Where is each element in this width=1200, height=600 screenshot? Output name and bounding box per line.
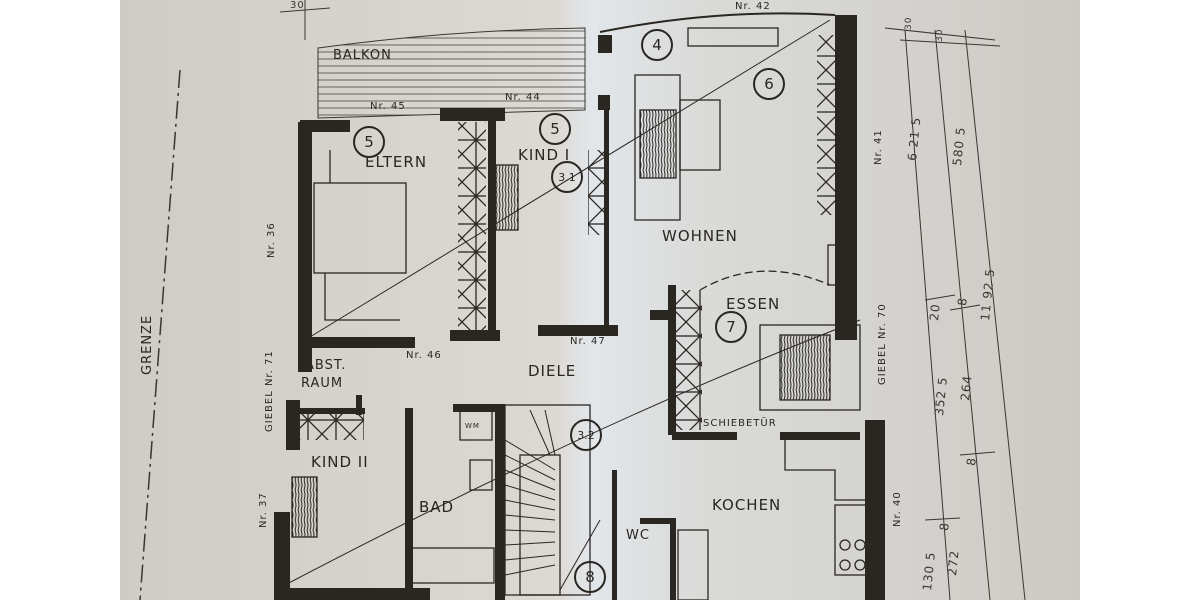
room-label-wc: WC — [626, 528, 650, 543]
chimney-column — [817, 35, 845, 215]
window-nr-47: Nr. 47 — [570, 336, 606, 347]
room-label-balkon: BALKON — [333, 48, 392, 63]
label-washing-machine: WM — [465, 422, 480, 430]
dimension-272: 272 — [945, 549, 962, 577]
marker-circle: 7 — [715, 311, 747, 343]
marker-circle: 6 — [753, 68, 785, 100]
boundary-line — [139, 69, 181, 600]
room-label-abst-2: RAUM — [301, 376, 344, 391]
room-label-kind-2: KIND II — [311, 453, 369, 471]
window-nr-46: Nr. 46 — [406, 350, 442, 361]
room-label-bad: BAD — [419, 498, 455, 516]
balcony-area — [317, 27, 586, 119]
chimney-column — [588, 150, 608, 235]
dimension-264: 264 — [958, 374, 975, 402]
dimension-top-30: 30 — [290, 0, 305, 11]
window-giebel-70: GIEBEL Nr. 70 — [877, 303, 888, 385]
dimension-30: 30 — [904, 16, 914, 30]
room-label-kind-1: KIND I — [518, 146, 571, 164]
marker-circle: 5 — [539, 113, 571, 145]
dimension-20: 20 — [927, 302, 943, 322]
label-sliding-door: SCHIEBETÜR — [703, 418, 777, 429]
label-boundary: GRENZE — [140, 314, 155, 375]
window-nr-41: Nr. 41 — [873, 129, 884, 165]
window-nr-44: Nr. 44 — [505, 92, 541, 103]
marker-circle: 5 — [353, 126, 385, 158]
dimension-lines — [279, 0, 1026, 600]
marker-circle: 4 — [641, 29, 673, 61]
dimension-8: 8 — [964, 456, 979, 467]
room-label-abst-1: ABST. — [305, 358, 347, 373]
dimension-8: 8 — [937, 521, 952, 532]
window-nr-45: Nr. 45 — [370, 101, 406, 112]
chimney-column — [298, 414, 364, 440]
dimension-8: 8 — [955, 296, 970, 307]
window-nr-37: Nr. 37 — [258, 492, 269, 528]
dimension-30: 30 — [935, 28, 945, 42]
window-nr-42: Nr. 42 — [735, 1, 771, 12]
furniture — [291, 27, 871, 600]
room-label-wohnen: WOHNEN — [662, 227, 738, 245]
room-label-diele: DIELE — [528, 362, 577, 380]
marker-circle: 3.2 — [570, 419, 602, 451]
walls — [274, 15, 885, 600]
window-nr-40: Nr. 40 — [892, 491, 903, 527]
room-label-kochen: KOCHEN — [712, 496, 782, 514]
room-label-eltern: ELTERN — [365, 153, 428, 171]
chimney-column — [674, 290, 702, 430]
window-giebel-71: GIEBEL Nr. 71 — [264, 350, 275, 432]
staircase — [504, 409, 556, 576]
room-label-essen: ESSEN — [726, 295, 781, 313]
chimney-column — [458, 122, 486, 332]
living-bay-curve — [599, 12, 836, 33]
marker-circle: 8 — [574, 561, 606, 593]
window-nr-36: Nr. 36 — [266, 222, 277, 258]
marker-circle: 3.1 — [551, 161, 583, 193]
